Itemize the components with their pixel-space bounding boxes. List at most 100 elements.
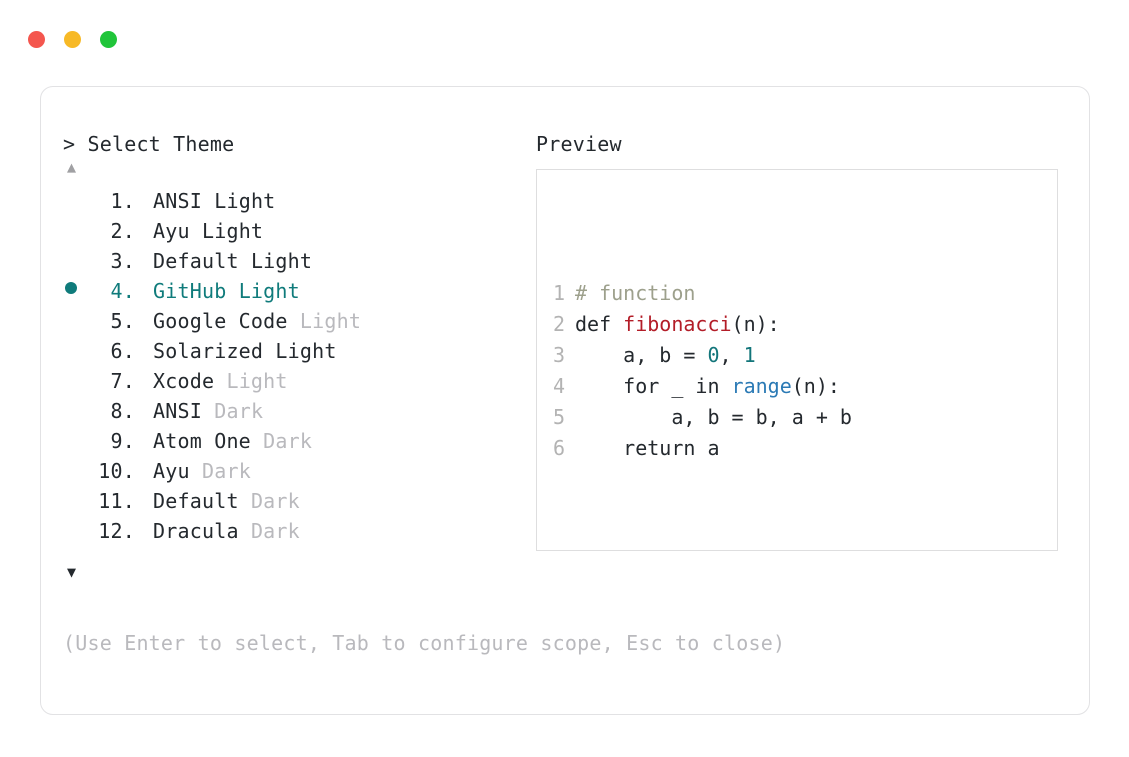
theme-index: 10. [98, 459, 135, 483]
theme-variant: Light [201, 219, 264, 243]
theme-name: Solarized [153, 339, 276, 363]
code-line: 3 a, b = 0, 1 [551, 340, 888, 371]
code-line-number: 2 [552, 312, 565, 336]
theme-variant: Light [250, 249, 313, 273]
code-line-number: 6 [552, 436, 565, 460]
footer-hint: (Use Enter to select, Tab to configure s… [63, 631, 786, 655]
theme-list-item[interactable]: 9. Atom One Dark [63, 426, 533, 456]
code-line: 6 return a [551, 433, 888, 464]
code-token: 1 [743, 343, 756, 367]
theme-spacer [135, 486, 153, 516]
theme-spacer [135, 516, 153, 546]
theme-name: ANSI [153, 399, 215, 423]
theme-index: 12. [98, 519, 135, 543]
code-line-number: 4 [552, 374, 565, 398]
theme-list-item[interactable]: 11. Default Dark [63, 486, 533, 516]
theme-variant: Dark [250, 519, 300, 543]
code-line-number: 5 [552, 405, 565, 429]
code-token: (n): [791, 374, 840, 398]
theme-index: 9. [110, 429, 135, 453]
code-token: (n): [731, 312, 780, 336]
code-line: 1# function [551, 278, 888, 309]
theme-list-item[interactable]: 12. Dracula Dark [63, 516, 533, 546]
theme-spacer [135, 336, 153, 366]
theme-variant: Dark [263, 429, 313, 453]
theme-variant: Light [226, 369, 288, 393]
window-titlebar [0, 0, 1129, 78]
code-token: return a [575, 436, 720, 460]
theme-index: 3. [110, 249, 135, 273]
code-line: 4 for _ in range(n): [551, 371, 888, 402]
theme-name: Xcode [153, 369, 227, 393]
code-line: 2 def fibonacci(n): [551, 309, 888, 340]
theme-list-item[interactable]: 7. Xcode Light [63, 366, 533, 396]
theme-variant: Light [238, 279, 300, 303]
theme-variant: Light [299, 309, 362, 333]
theme-list-item[interactable]: 6. Solarized Light [63, 336, 533, 366]
theme-index: 6. [110, 339, 135, 363]
theme-variant: Dark [201, 459, 251, 483]
code-token: # function [575, 281, 696, 305]
theme-list-item[interactable]: 2. Ayu Light [63, 216, 533, 246]
window-close-button[interactable] [28, 30, 45, 48]
theme-spacer [135, 306, 153, 336]
theme-name: ANSI [153, 189, 215, 213]
page-title: > Select Theme [63, 132, 235, 156]
theme-name: Dracula [153, 519, 251, 543]
code-token: fibonacci [623, 312, 732, 336]
code-token: for _ in [575, 374, 732, 398]
theme-list-item[interactable]: 1. ANSI Light [63, 186, 533, 216]
theme-spacer [135, 276, 153, 306]
theme-list-item[interactable]: 5. Google Code Light [63, 306, 533, 336]
code-token: def [575, 312, 624, 336]
theme-variant: Dark [250, 489, 300, 513]
code-line: 5 a, b = b, a + b [551, 402, 888, 433]
theme-name: Ayu [153, 219, 202, 243]
theme-variant: Light [214, 189, 276, 213]
theme-spacer [135, 366, 153, 396]
code-token: range [731, 374, 792, 398]
window-maximize-button[interactable] [100, 30, 117, 48]
code-token: a, b = [575, 343, 708, 367]
theme-index: 4. [110, 279, 135, 303]
theme-index: 7. [110, 369, 135, 393]
theme-variant: Dark [214, 399, 264, 423]
theme-name: Default [153, 249, 251, 273]
code-token: a, b = b, a + b [575, 405, 852, 429]
theme-spacer [135, 246, 153, 276]
theme-name: Google Code [153, 309, 300, 333]
scroll-up-icon[interactable]: ▲ [67, 158, 77, 176]
code-token: , [719, 343, 744, 367]
code-line-number: 3 [552, 343, 565, 367]
preview-label: Preview [536, 132, 622, 156]
theme-index: 5. [110, 309, 135, 333]
theme-name: GitHub [153, 279, 239, 303]
theme-name: Atom One [153, 429, 264, 453]
theme-list-item[interactable]: 10. Ayu Dark [63, 456, 533, 486]
theme-name: Ayu [153, 459, 202, 483]
theme-spacer [135, 396, 153, 426]
theme-list-item[interactable]: 3. Default Light [63, 246, 533, 276]
theme-list-item[interactable]: 4. GitHub Light [63, 276, 533, 306]
theme-list-item[interactable]: 8. ANSI Dark [63, 396, 533, 426]
window-minimize-button[interactable] [64, 30, 81, 48]
theme-spacer [135, 426, 153, 456]
theme-index: 1. [110, 189, 135, 213]
code-token: 0 [707, 343, 720, 367]
scroll-down-icon[interactable]: ▼ [67, 563, 77, 581]
theme-index: 11. [98, 489, 135, 513]
theme-spacer [135, 186, 153, 216]
theme-spacer [135, 216, 153, 246]
theme-index: 8. [110, 399, 135, 423]
theme-variant: Light [275, 339, 337, 363]
theme-name: Default [153, 489, 251, 513]
theme-index: 2. [110, 219, 135, 243]
theme-spacer [135, 456, 153, 486]
